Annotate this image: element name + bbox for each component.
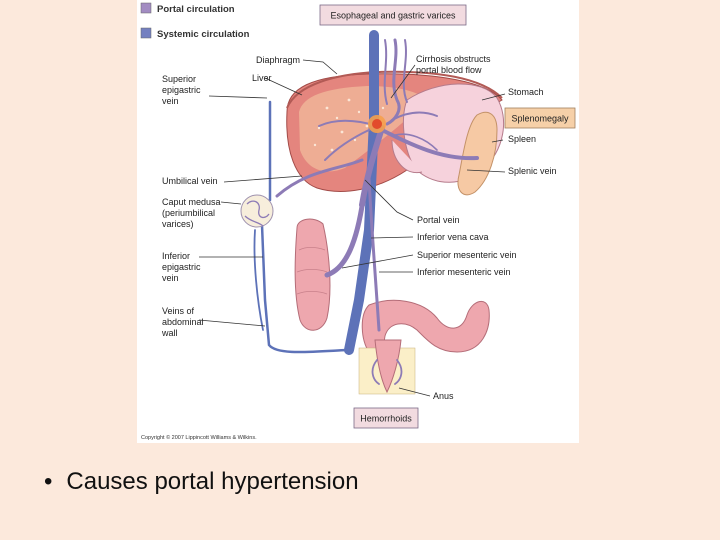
label-diaphragm: Diaphragm (256, 55, 300, 65)
copyright-notice: Copyright © 2007 Lippincott Williams & W… (141, 434, 257, 441)
inferior-epigastric-vein (260, 223, 349, 354)
label-cirrhosis-2: portal blood flow (416, 65, 482, 75)
inferior-mesenteric-vein (367, 176, 381, 332)
superior-mesenteric-vein (324, 197, 366, 278)
bullet-symbol: • (44, 468, 53, 495)
label-sup-epigastric-3: vein (162, 96, 179, 106)
spleen (457, 111, 498, 196)
label-abdominal-2: abdominal (162, 317, 204, 327)
abdominal-wall-vein (253, 229, 264, 331)
label-abdominal-1: Veins of (162, 306, 195, 316)
ascending-colon (294, 218, 331, 331)
label-inf-epigastric-1: Inferior (162, 251, 190, 261)
varices-box (319, 4, 467, 26)
label-liver: Liver (252, 73, 272, 83)
hemorrhoids-varices (371, 359, 403, 385)
legend-portal-label: Portal circulation (157, 4, 235, 15)
diagram-canvas: Portal circulation Systemic circulation … (140, 2, 576, 441)
label-stomach: Stomach (508, 87, 544, 97)
bullet-text: Causes portal hypertension (66, 468, 359, 495)
umbilical-vein (275, 158, 364, 198)
label-imv: Inferior mesenteric vein (417, 267, 511, 277)
label-inf-epigastric-3: vein (162, 273, 179, 283)
label-caput-2: (periumbilical (162, 208, 215, 218)
label-smv: Superior mesenteric vein (417, 250, 517, 260)
slide-bullet-point: • Causes portal hypertension (44, 468, 359, 496)
leader-lines (198, 59, 506, 397)
portal-hypertension-diagram: Portal circulation Systemic circulation … (137, 0, 579, 443)
splenomegaly-box (504, 107, 576, 129)
colon-haustra (296, 246, 328, 295)
ivc-highlight (346, 33, 375, 352)
varices-box-label: Esophageal and gastric varices (330, 11, 456, 21)
legend-portal-swatch (140, 2, 152, 14)
label-sup-epigastric-2: epigastric (162, 85, 201, 95)
label-cirrhosis-1: Cirrhosis obstructs (416, 54, 491, 64)
label-anus: Anus (433, 391, 454, 401)
label-spleen: Spleen (508, 134, 536, 144)
legend-systemic-swatch (140, 27, 152, 39)
stomach-fold (391, 139, 423, 174)
stomach-veins (391, 111, 438, 151)
legend-systemic-label: Systemic circulation (157, 29, 250, 40)
hemorrhoids-box-label: Hemorrhoids (360, 414, 412, 424)
label-sup-epigastric-1: Superior (162, 74, 196, 84)
label-portal-vein: Portal vein (417, 215, 460, 225)
splenic-vein (380, 128, 479, 161)
caput-medusa-varices (244, 200, 270, 227)
label-caput-1: Caput medusa (162, 197, 221, 207)
label-inf-epigastric-2: epigastric (162, 262, 201, 272)
label-caput-3: varices) (162, 219, 194, 229)
label-splenic-vein: Splenic vein (508, 166, 557, 176)
portal-vein (359, 125, 385, 208)
hemorrhoids-box (353, 407, 419, 429)
splenomegaly-box-label: Splenomegaly (511, 114, 569, 124)
cirrhosis-obstruction-icon (368, 115, 386, 133)
rectum (374, 339, 402, 394)
label-abdominal-3: wall (161, 328, 178, 338)
label-umbilical-vein: Umbilical vein (162, 176, 218, 186)
label-ivc: Inferior vena cava (417, 232, 489, 242)
